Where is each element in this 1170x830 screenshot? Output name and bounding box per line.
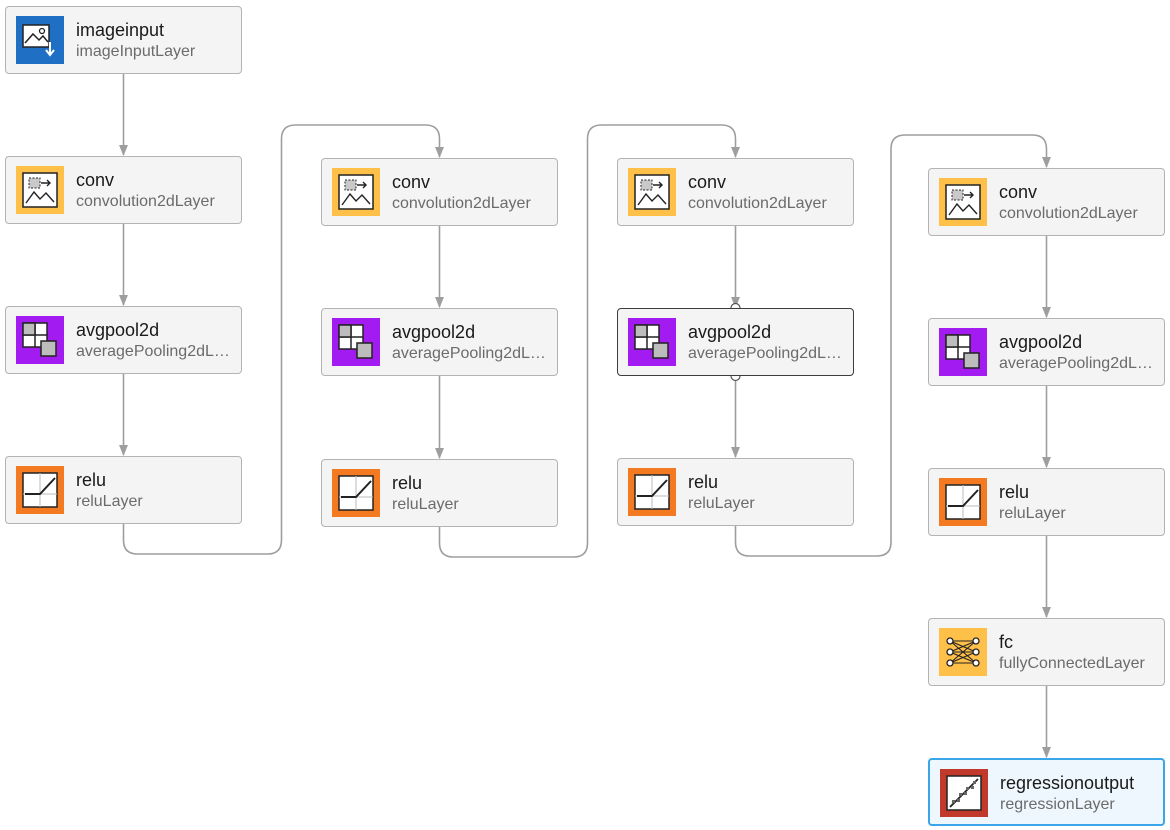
layer-name: relu — [76, 470, 107, 490]
average-pooling-icon — [628, 318, 676, 366]
layer-type: convolution2dLayer — [76, 193, 215, 210]
layer-name: fc — [999, 632, 1014, 652]
relu-icon — [16, 466, 64, 514]
layer-type: reluLayer — [392, 496, 459, 513]
layer-type: fullyConnectedLayer — [999, 655, 1145, 672]
layer-name: avgpool2d — [688, 322, 772, 342]
layer-node-regressionoutput[interactable]: regressionoutput regressionLayer — [928, 758, 1165, 826]
layer-name: conv — [76, 170, 115, 190]
fully-connected-icon — [939, 628, 987, 676]
layer-node-conv[interactable]: conv convolution2dLayer — [617, 158, 854, 226]
layer-node-avgpool2d[interactable]: avgpool2d averagePooling2dLayer — [5, 306, 242, 374]
layer-node-conv[interactable]: conv convolution2dLayer — [321, 158, 558, 226]
layer-name: relu — [999, 482, 1030, 502]
layer-type: reluLayer — [999, 505, 1066, 522]
layer-name: avgpool2d — [999, 332, 1083, 352]
layer-name: regressionoutput — [1000, 773, 1135, 793]
layer-node-avgpool2d[interactable]: avgpool2d averagePooling2dLayer — [617, 308, 854, 376]
layer-name: imageinput — [76, 20, 165, 40]
layer-node-relu[interactable]: relu reluLayer — [5, 456, 242, 524]
layer-type: convolution2dLayer — [688, 195, 827, 212]
average-pooling-icon — [939, 328, 987, 376]
layer-type: imageInputLayer — [76, 43, 196, 60]
convolution-icon — [628, 168, 676, 216]
layer-node-fc[interactable]: fc fullyConnectedLayer — [928, 618, 1165, 686]
regression-output-icon — [940, 769, 988, 817]
layer-node-avgpool2d[interactable]: avgpool2d averagePooling2dLayer — [928, 318, 1165, 386]
image-input-icon — [16, 16, 64, 64]
relu-icon — [628, 468, 676, 516]
layer-node-avgpool2d[interactable]: avgpool2d averagePooling2dLayer — [321, 308, 558, 376]
layer-node-relu[interactable]: relu reluLayer — [928, 468, 1165, 536]
layer-name: avgpool2d — [76, 320, 160, 340]
layer-type: convolution2dLayer — [392, 195, 531, 212]
layer-type: reluLayer — [688, 495, 755, 512]
layer-node-relu[interactable]: relu reluLayer — [321, 459, 558, 527]
layer-name: conv — [688, 172, 727, 192]
convolution-icon — [332, 168, 380, 216]
layer-type: averagePooling2dLayer — [688, 345, 846, 362]
layer-type: averagePooling2dLayer — [392, 345, 550, 362]
convolution-icon — [16, 166, 64, 214]
layer-name: avgpool2d — [392, 322, 476, 342]
layer-node-imageinput[interactable]: imageinput imageInputLayer — [5, 6, 242, 74]
relu-icon — [939, 478, 987, 526]
layer-name: relu — [688, 472, 719, 492]
layer-node-conv[interactable]: conv convolution2dLayer — [5, 156, 242, 224]
layer-type: averagePooling2dLayer — [999, 355, 1157, 372]
convolution-icon — [939, 178, 987, 226]
layer-name: conv — [999, 182, 1038, 202]
layer-node-conv[interactable]: conv convolution2dLayer — [928, 168, 1165, 236]
layer-node-relu[interactable]: relu reluLayer — [617, 458, 854, 526]
average-pooling-icon — [332, 318, 380, 366]
layer-type: reluLayer — [76, 493, 143, 510]
layer-type: convolution2dLayer — [999, 205, 1138, 222]
layer-type: averagePooling2dLayer — [76, 343, 234, 360]
layer-name: conv — [392, 172, 431, 192]
layer-name: relu — [392, 473, 423, 493]
average-pooling-icon — [16, 316, 64, 364]
layer-type: regressionLayer — [1000, 796, 1115, 813]
relu-icon — [332, 469, 380, 517]
